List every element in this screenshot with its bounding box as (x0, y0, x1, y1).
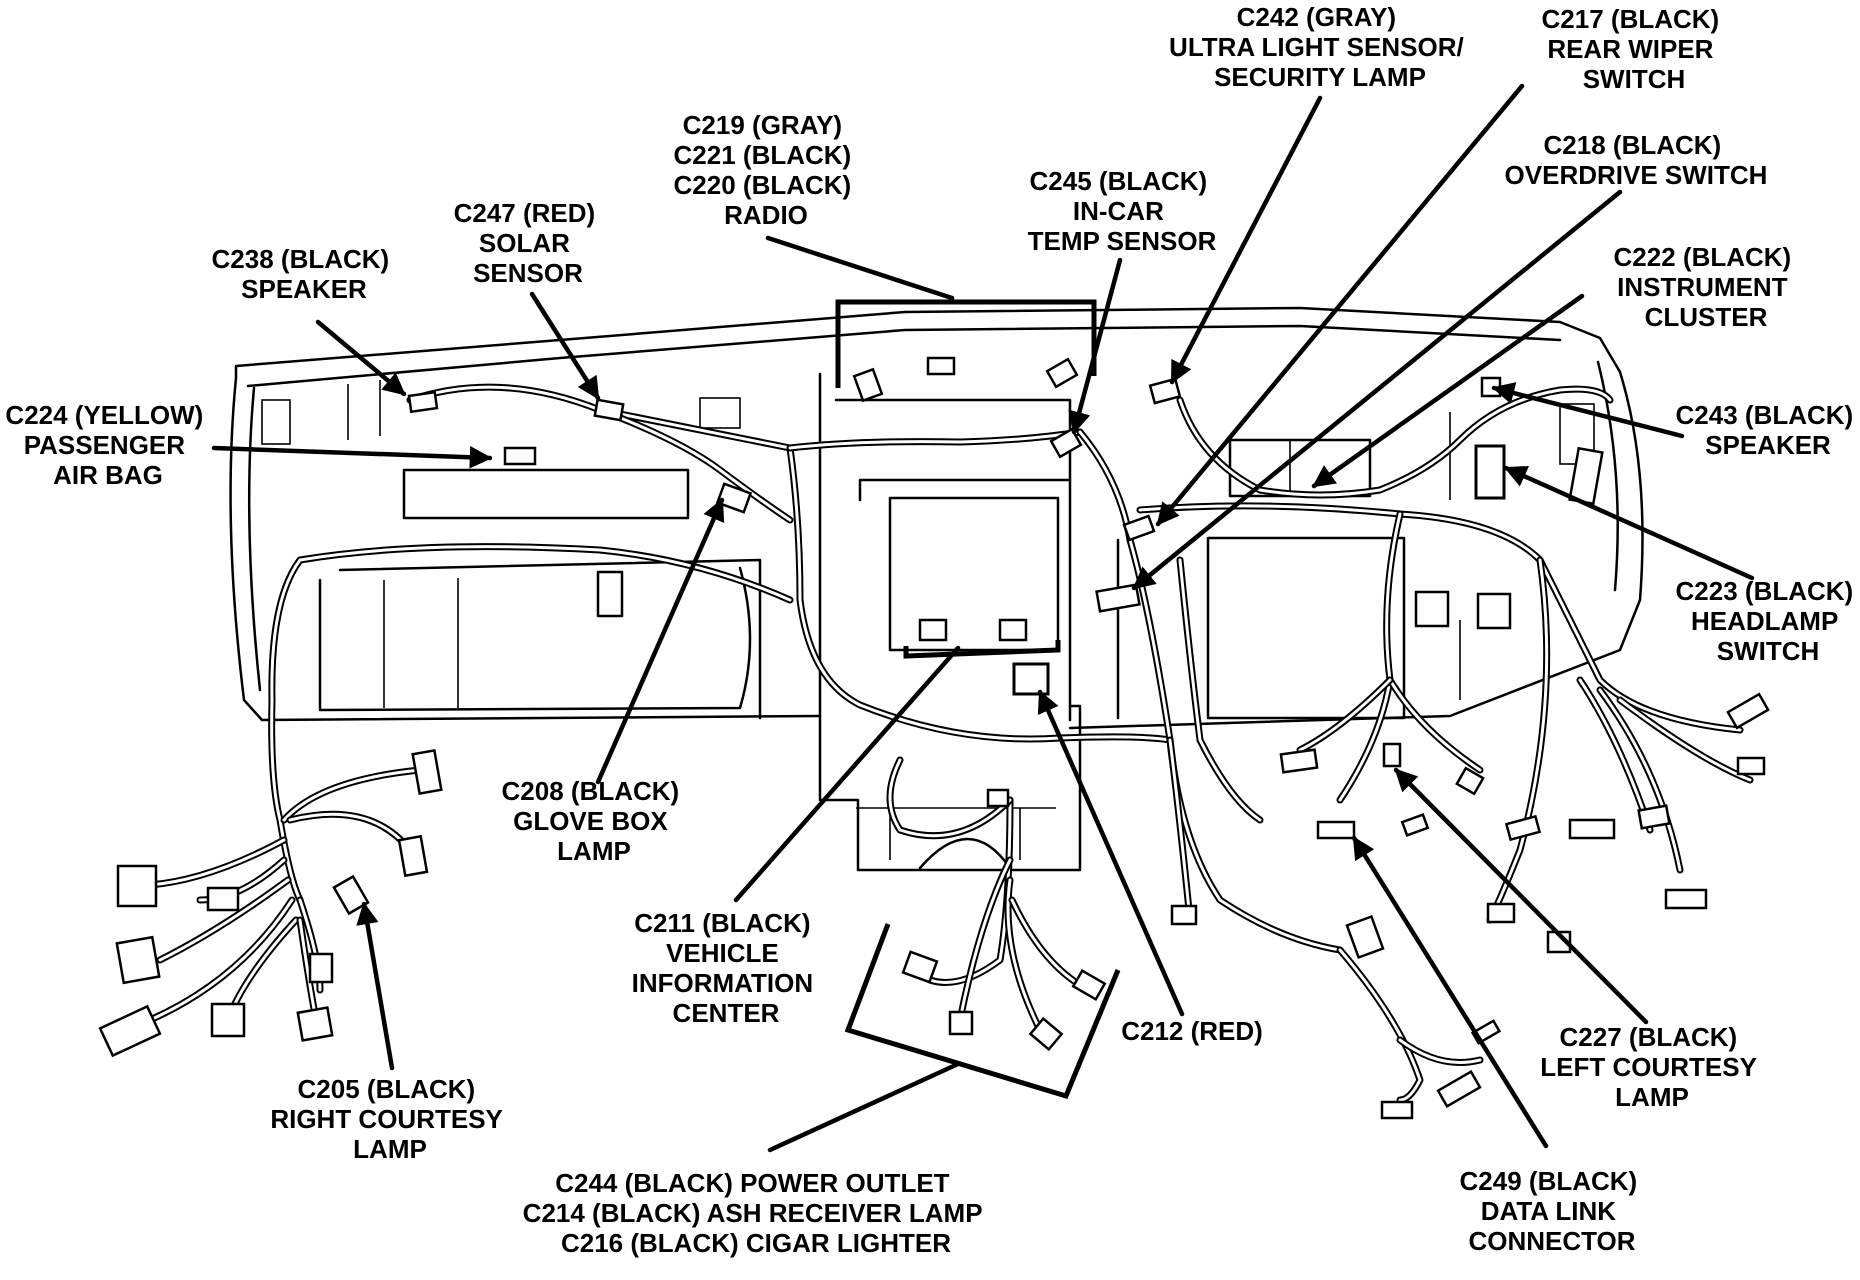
leader-c211 (733, 645, 961, 903)
leader-c208 (595, 497, 725, 785)
leader-c245 (1068, 257, 1123, 435)
radio-bracket (835, 299, 1097, 388)
label-c208: C208 (BLACK) GLOVE BOX LAMP (502, 776, 687, 866)
connectors (98, 356, 1770, 1120)
label-c218: C218 (BLACK) OVERDRIVE SWITCH (1505, 130, 1768, 190)
leader-c223 (1503, 465, 1755, 581)
leader-c244-group (767, 1061, 961, 1153)
label-c205: C205 (BLACK) RIGHT COURTESY LAMP (270, 1074, 509, 1164)
label-c247: C247 (RED) SOLAR SENSOR (454, 198, 603, 288)
leader-c212 (1037, 689, 1185, 1017)
leader-c205 (356, 901, 395, 1071)
label-c224: C224 (YELLOW) PASSENGER AIR BAG (5, 400, 210, 490)
label-c227: C227 (BLACK) LEFT COURTESY LAMP (1540, 1022, 1763, 1112)
label-c245: C245 (BLACK) IN-CAR TEMP SENSOR (1028, 166, 1217, 256)
leader-c242 (1169, 95, 1323, 385)
wiring-harness (146, 383, 1754, 1104)
c211-bracket (903, 640, 1061, 659)
leader-c227 (1393, 767, 1649, 1025)
label-c217: C217 (BLACK) REAR WIPER SWITCH (1542, 4, 1727, 94)
label-c219-radio: C219 (GRAY) C221 (BLACK) C220 (BLACK) RA… (674, 110, 859, 230)
leader-c222 (1311, 293, 1585, 489)
label-c243: C243 (BLACK) SPEAKER (1676, 400, 1860, 460)
instrument-panel (229, 306, 1644, 872)
label-c249: C249 (BLACK) DATA LINK CONNECTOR (1460, 1166, 1645, 1256)
label-c238: C238 (BLACK) SPEAKER (212, 244, 397, 304)
labels: C242 (GRAY) ULTRA LIGHT SENSOR/ SECURITY… (5, 2, 1860, 1258)
leader-c243 (1491, 382, 1685, 439)
label-c242: C242 (GRAY) ULTRA LIGHT SENSOR/ SECURITY… (1169, 2, 1471, 92)
c244-group-bracket (844, 923, 1121, 1100)
leader-c217 (1155, 83, 1525, 527)
leader-radio (765, 235, 955, 301)
leader-c249 (1351, 835, 1549, 1149)
leader-c238 (315, 319, 407, 397)
label-c211: C211 (BLACK) VEHICLE INFORMATION CENTER (632, 908, 821, 1028)
leader-c247 (529, 291, 601, 401)
label-c244-group: C244 (BLACK) POWER OUTLET C214 (BLACK) A… (523, 1168, 990, 1258)
label-c222: C222 (BLACK) INSTRUMENT CLUSTER (1614, 242, 1799, 332)
leader-c224 (211, 445, 493, 469)
label-c212: C212 (RED) (1121, 1016, 1263, 1046)
label-c223: C223 (BLACK) HEADLAMP SWITCH (1676, 576, 1860, 666)
leader-c218 (1131, 189, 1623, 591)
leader-lines (211, 83, 1755, 1153)
